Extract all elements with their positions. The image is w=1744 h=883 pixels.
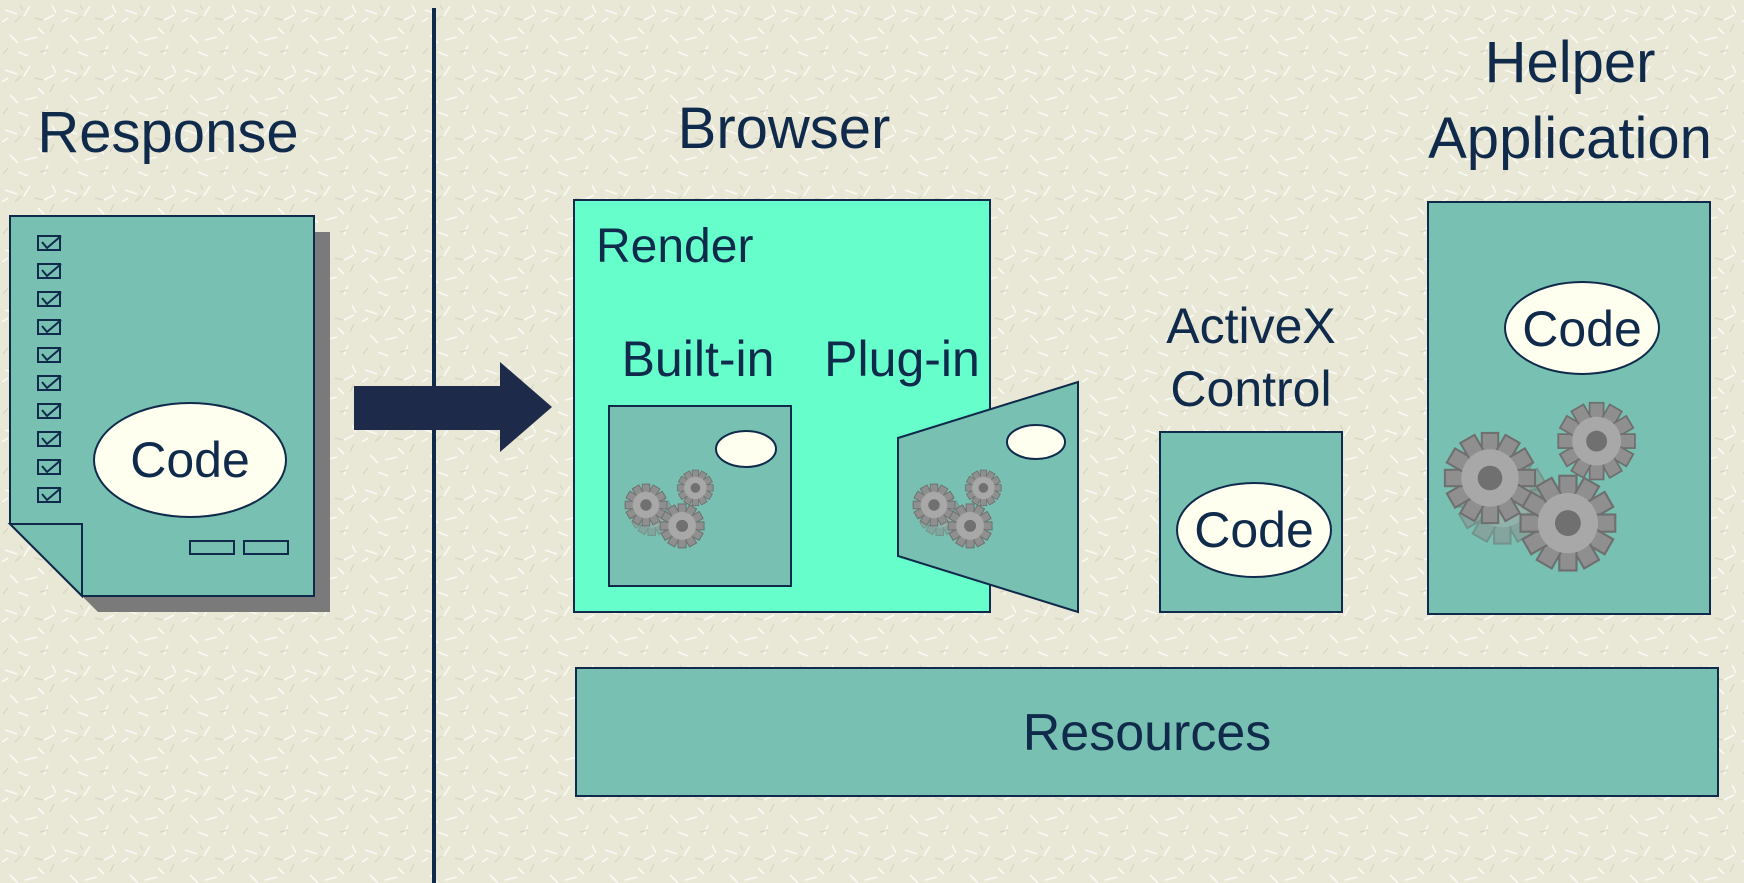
document-form-field [189, 540, 235, 555]
browser-title: Browser [678, 96, 891, 161]
activex-control: ActiveX Control Code [1159, 298, 1343, 613]
checkbox-icon [37, 263, 62, 279]
checkbox-icon [37, 459, 62, 475]
checkbox-icon [37, 291, 62, 307]
plugin-component [897, 380, 1079, 614]
arrow-icon [354, 362, 552, 452]
plugin-label: Plug-in [824, 331, 980, 387]
activex-code-label: Code [1194, 502, 1314, 558]
checkbox-icon [37, 347, 62, 363]
response-title: Response [37, 100, 298, 165]
checkbox-icon [37, 375, 62, 391]
helper-code-ellipse [1504, 281, 1660, 375]
activex-label-line1: ActiveX [1166, 298, 1336, 354]
response-code-label: Code [130, 432, 250, 488]
response-document: Code [7, 215, 330, 612]
document-folded-corner [7, 523, 83, 599]
helper-title-line1: Helper [1485, 30, 1656, 95]
helper-code-label: Code [1522, 301, 1642, 357]
builtin-component [608, 405, 792, 587]
resources-bar: Resources [575, 667, 1719, 797]
checkbox-icon [37, 235, 62, 251]
helper-title-line2: Application [1428, 106, 1712, 171]
render-label: Render [596, 220, 753, 273]
response-code-ellipse [93, 402, 287, 518]
checkbox-icon [37, 431, 62, 447]
activex-label-line2: Control [1170, 361, 1331, 417]
activex-code-ellipse [1176, 482, 1332, 578]
plugin-code-ellipse [1006, 424, 1066, 460]
builtin-label: Built-in [622, 331, 775, 387]
checkbox-icon [37, 403, 62, 419]
checkbox-icon [37, 319, 62, 335]
builtin-code-ellipse [715, 430, 777, 468]
checkbox-icon [37, 487, 62, 503]
checkbox-list [37, 235, 62, 503]
helper-application-box: Code [1427, 201, 1711, 615]
resources-label: Resources [1023, 704, 1272, 762]
document-form-field [243, 540, 289, 555]
